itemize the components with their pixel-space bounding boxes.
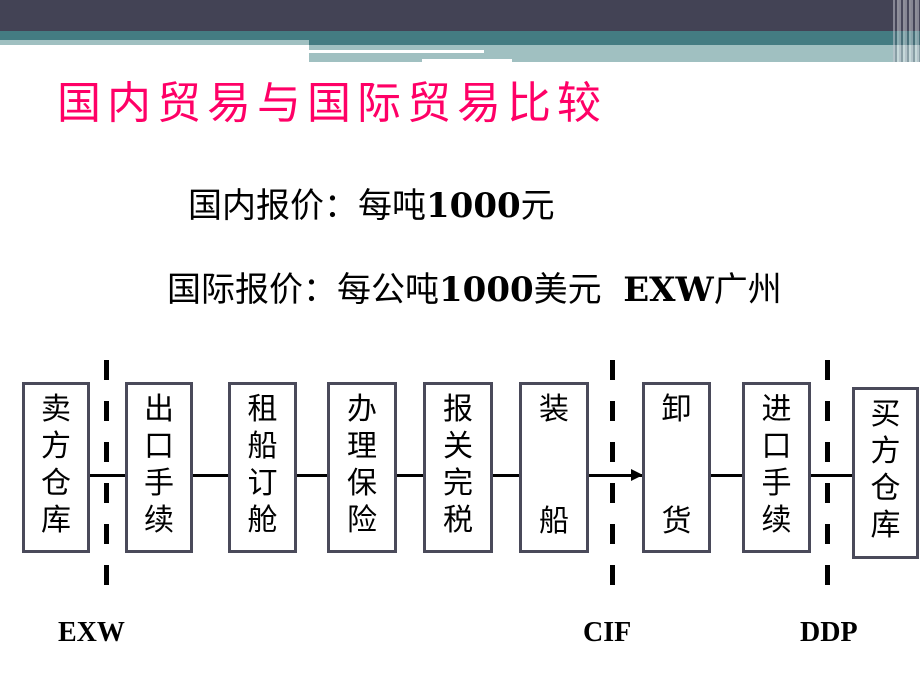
- slide-title: 国内贸易与国际贸易比较: [57, 78, 607, 129]
- term-label-ddp: DDP: [800, 617, 858, 648]
- flow-step-export-procedures: 出 口 手 续: [125, 382, 193, 553]
- step-char: 库: [41, 503, 71, 538]
- flow-step-insurance: 办 理 保 险: [327, 382, 397, 553]
- step-char: 船: [539, 504, 569, 539]
- step-char: 船: [247, 429, 278, 464]
- flow-step-unloading: 卸 货: [642, 382, 711, 553]
- arrow-right-icon: [631, 469, 643, 481]
- flow-step-charter-ship: 租 船 订 舱: [228, 382, 297, 553]
- term-label-cif: CIF: [583, 617, 632, 648]
- international-quote-unit: 美元: [533, 270, 602, 310]
- step-char: 口: [144, 429, 174, 464]
- international-quote-label: 国际报价：每公吨: [167, 270, 439, 310]
- dashed-divider-cif: [610, 360, 615, 586]
- step-char: 装: [539, 392, 569, 427]
- step-char: 货: [661, 504, 692, 539]
- step-char: 办: [347, 392, 377, 427]
- domestic-quote-unit: 元: [520, 186, 555, 226]
- step-char: 手: [144, 466, 174, 501]
- header-band-light-left: [0, 40, 309, 45]
- international-quote-place: 广州: [713, 270, 782, 310]
- step-char: 仓: [870, 471, 901, 506]
- step-char: 理: [347, 429, 377, 464]
- term-label-exw: EXW: [58, 617, 125, 648]
- dashed-divider-exw: [104, 360, 109, 586]
- header-band-light-right: [309, 45, 920, 62]
- step-char: 买: [870, 397, 901, 432]
- step-char: 口: [761, 429, 792, 464]
- flow-step-loading: 装 船: [519, 382, 589, 553]
- international-quote: 国际报价：每公吨1000美元 EXW广州: [167, 268, 782, 312]
- step-char: 进: [761, 392, 792, 427]
- step-char: 仓: [41, 466, 71, 501]
- international-quote-amount: 1000: [439, 270, 534, 310]
- domestic-quote: 国内报价：每吨1000元: [188, 184, 555, 228]
- step-char: 报: [443, 392, 473, 427]
- step-char: 续: [144, 503, 174, 538]
- step-char: 方: [870, 434, 901, 469]
- step-char: 舱: [247, 503, 278, 538]
- step-char: 卸: [661, 392, 692, 427]
- header-white-line: [422, 59, 512, 62]
- step-char: 租: [247, 392, 278, 427]
- international-quote-term: EXW: [623, 270, 714, 310]
- step-char: 关: [443, 429, 473, 464]
- flow-step-import-procedures: 进 口 手 续: [742, 382, 811, 553]
- step-char: 续: [761, 503, 792, 538]
- step-char: 卖: [41, 392, 71, 427]
- header-band-dark: [0, 0, 920, 31]
- step-char: 险: [347, 503, 377, 538]
- flow-step-customs-tax: 报 关 完 税: [423, 382, 493, 553]
- dashed-divider-ddp: [825, 360, 830, 586]
- step-char: 手: [761, 466, 792, 501]
- step-char: 库: [870, 508, 901, 543]
- step-char: 保: [347, 466, 377, 501]
- domestic-quote-amount: 1000: [426, 186, 521, 226]
- flow-step-seller-warehouse: 卖 方 仓 库: [22, 382, 90, 553]
- step-char: 订: [247, 466, 278, 501]
- flow-step-buyer-warehouse: 买 方 仓 库: [852, 387, 919, 559]
- step-char: 方: [41, 429, 71, 464]
- step-char: 出: [144, 392, 174, 427]
- step-char: 税: [443, 503, 473, 538]
- header-stripes: [893, 0, 920, 62]
- domestic-quote-label: 国内报价：每吨: [188, 186, 426, 226]
- header-white-line: [309, 50, 484, 53]
- step-char: 完: [443, 466, 473, 501]
